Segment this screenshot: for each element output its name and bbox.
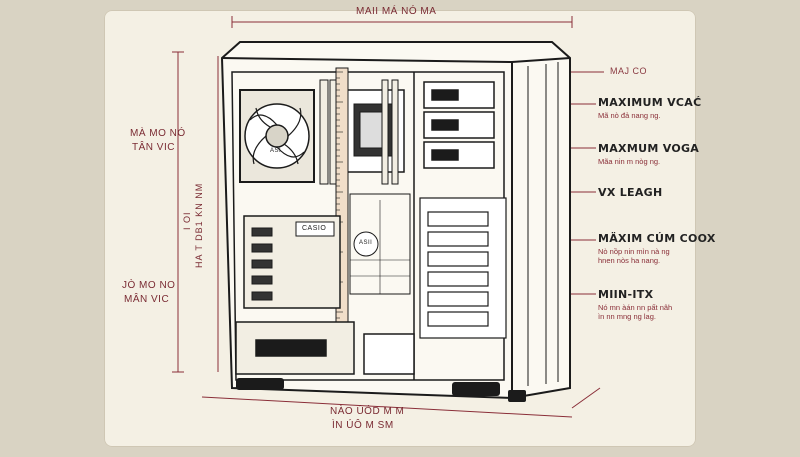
case-feet (236, 378, 526, 402)
callout-sub-5a: Nó mn àán nn pất nâh (598, 303, 673, 312)
top-dimension-label: MAII MÁ NÓ MA (356, 6, 437, 17)
callout-sub-5b: ìn nn mng ng lag. (598, 312, 656, 321)
case-fan (239, 89, 315, 183)
depth-label-line1: JÒ MO NO (122, 280, 176, 291)
callout-sub-2: Mãa nin m nòg ng. (598, 157, 661, 166)
dimension-lines (172, 16, 604, 418)
callout-sub-1: Mã nò đả nang ng. (598, 111, 661, 120)
inner-vertical-label-a: I OI (182, 211, 192, 230)
drive-cage-lower (419, 197, 507, 339)
cooler-label: ASII (359, 240, 373, 246)
height-label-line1: MÀ MO NÓ (130, 128, 186, 139)
fan-badge: ASI (270, 148, 282, 154)
callout-title-4: MÄXIM CÚM COOX (598, 232, 716, 245)
bottom-dimension-line2: ÌN ÚÔ M SM (332, 420, 394, 431)
bottom-dimension-line1: NÀO ÚÓD M M (330, 406, 405, 417)
graphics-card (243, 215, 341, 309)
callout-title-2: MAXMUM VOGA (598, 142, 700, 155)
inner-vertical-label-b: HA T DB1 KN NM (194, 182, 204, 268)
callout-title-1: MAXIMUM VCAĆ (598, 96, 702, 109)
gpu-label: CASIO (302, 225, 327, 232)
callout-sub-4a: Nò nồp nin mìn nà ng (598, 247, 670, 256)
drive-bays-upper (423, 81, 495, 169)
callout-title-5: MIIN-ITX (598, 288, 654, 301)
psu-shroud (235, 321, 415, 375)
side-header: MAJ CO (610, 66, 648, 76)
motherboard (349, 193, 411, 295)
depth-label-line2: MÂN VIC (124, 294, 170, 305)
callout-sub-4b: hnen nòs ha nang. (598, 256, 661, 265)
height-label-line2: TÂN VIC (132, 142, 175, 153)
callout-title-3: VX LEAGH (598, 186, 663, 199)
